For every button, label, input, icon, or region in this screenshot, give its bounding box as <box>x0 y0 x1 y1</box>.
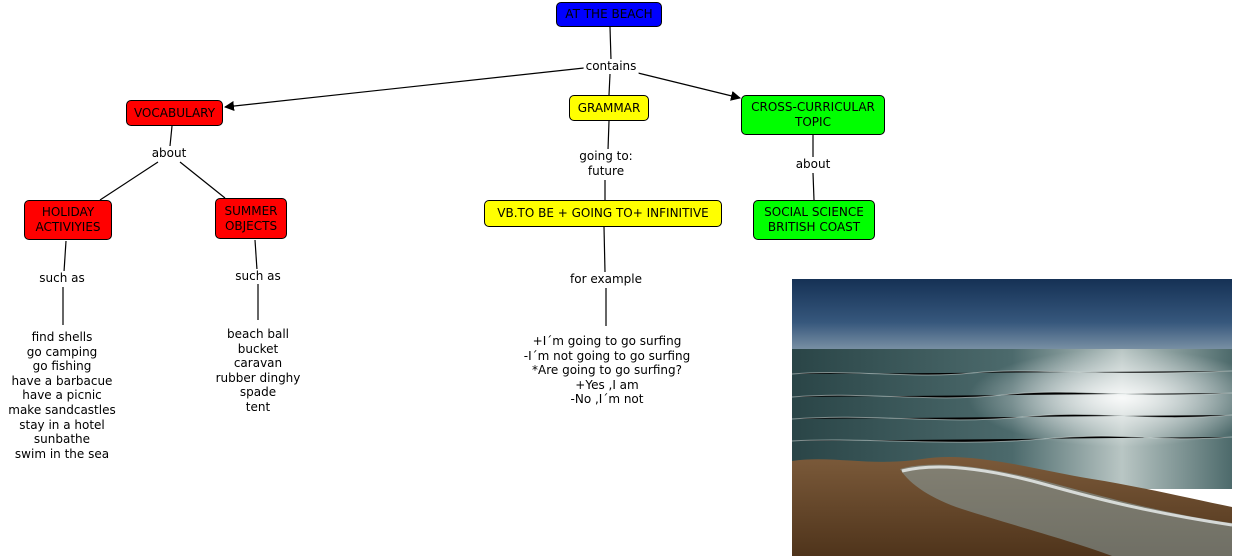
concept-at-the-beach[interactable]: AT THE BEACH <box>556 2 662 27</box>
list-item: -No ,I´m not <box>570 392 644 407</box>
list-item: sunbathe <box>33 432 91 447</box>
link-label-such-as-summer: such as <box>233 269 283 284</box>
beach-photo <box>792 279 1232 556</box>
link-label-such-as-holiday: such as <box>37 271 87 286</box>
arrow-to-cross <box>637 72 741 101</box>
link-label-for-example: for example <box>568 272 644 287</box>
list-item: find shells <box>31 330 93 344</box>
link-label-about-vocabulary: about <box>149 146 189 161</box>
line-about-summer <box>179 161 226 199</box>
list-item: tent <box>245 399 271 414</box>
link-label-going-to-future: going to: future <box>577 149 635 179</box>
list-item: rubber dinghy <box>215 370 301 385</box>
line-summer-suchas <box>254 239 258 271</box>
list-item: have a barbacue <box>11 373 113 388</box>
arrow-to-vocabulary <box>224 67 585 111</box>
list-item: have a picnic <box>22 388 102 403</box>
line-vb-forexample <box>603 226 606 273</box>
list-item: make sandcastles <box>8 402 116 417</box>
list-item: go camping <box>26 344 98 359</box>
concept-grammar[interactable]: GRAMMAR <box>569 95 649 121</box>
line-about-social <box>812 172 815 201</box>
list-item: spade <box>239 385 277 400</box>
concept-summer-objects[interactable]: SUMMER OBJECTS <box>215 198 287 239</box>
list-item: +I´m going to go surfing <box>532 334 682 348</box>
list-item: -I´m not going to go surfing <box>523 348 691 363</box>
grammar-examples-list: +I´m going to go surfing-I´m not going t… <box>524 334 690 407</box>
list-item: bucket <box>237 341 279 356</box>
beach-photo-image <box>792 279 1232 556</box>
list-item: go fishing <box>32 359 92 374</box>
line-grammar-goingto <box>607 120 610 151</box>
list-item: stay in a hotel <box>19 417 105 432</box>
concept-vocabulary[interactable]: VOCABULARY <box>126 100 223 126</box>
line-vocab-about <box>169 125 173 147</box>
concept-vb-to-be-going-to[interactable]: VB.TO BE + GOING TO+ INFINITIVE <box>484 200 722 227</box>
line-root-contains <box>609 26 612 61</box>
concept-social-science[interactable]: SOCIAL SCIENCE BRITISH COAST <box>753 200 875 240</box>
list-item: +Yes ,I am <box>575 377 639 392</box>
list-item: beach ball <box>226 327 290 341</box>
list-item: *Are going to go surfing? <box>532 363 682 378</box>
concept-cross-curricular-topic[interactable]: CROSS-CURRICULAR TOPIC <box>741 95 885 135</box>
link-label-about-cross: about <box>793 157 833 172</box>
link-label-contains: contains <box>583 59 639 74</box>
line-about-holiday <box>99 161 159 201</box>
list-item: swim in the sea <box>14 446 110 461</box>
list-item: caravan <box>233 356 283 371</box>
concept-holiday-activities[interactable]: HOLIDAY ACTIVIYIES <box>24 200 112 240</box>
line-holiday-suchas <box>63 240 67 273</box>
line-contains-grammar <box>608 73 611 96</box>
